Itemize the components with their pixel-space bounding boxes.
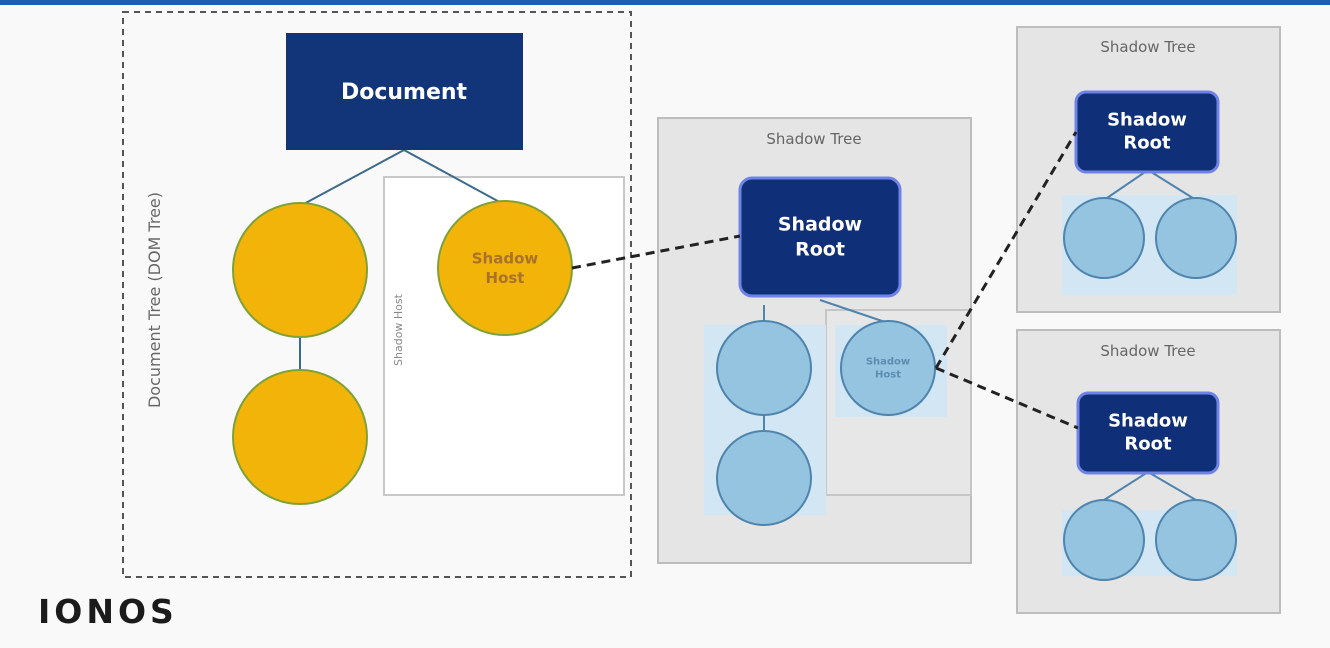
shadow-host-subtree-label: Shadow Host (392, 293, 405, 366)
document-to-child-line (299, 149, 405, 207)
nested-shadow-host-node (840, 320, 936, 416)
shadow-tree-main-title: Shadow Tree (766, 130, 861, 148)
document-tree-label: Document Tree (DOM Tree) (145, 192, 164, 408)
top-accent-bar (0, 0, 1330, 5)
attach-arrow-nested-host-to-top-root (934, 131, 1078, 369)
document-node-label: Document (341, 80, 468, 105)
document-to-shadow-host-line (403, 149, 506, 206)
document-tree-region (122, 11, 632, 578)
bottom-tree-right-node (1155, 499, 1237, 581)
root-to-nested-host-line (819, 299, 886, 323)
top-root-right-line (1147, 169, 1197, 201)
attach-arrow-nested-host-to-bottom-root (935, 366, 1079, 430)
top-root-left-line (1103, 169, 1149, 201)
shadow-tree-top-title: Shadow Tree (1100, 38, 1195, 56)
ionos-logo: IONOS (38, 592, 178, 631)
bottom-root-right-line (1147, 471, 1197, 501)
dom-element-node (232, 202, 368, 338)
bottom-root-left-line (1103, 471, 1149, 501)
bottom-tree-left-node (1063, 499, 1145, 581)
attach-arrow-host-to-root (571, 234, 741, 270)
shadow-element-node-child (716, 430, 812, 526)
dom-element-node-child (232, 369, 368, 505)
shadow-root-bottom (1076, 391, 1220, 475)
shadow-element-node (716, 320, 812, 416)
top-tree-left-node (1063, 197, 1145, 279)
shadow-tree-bottom-title: Shadow Tree (1100, 342, 1195, 360)
document-node (286, 33, 523, 150)
top-tree-right-node (1155, 197, 1237, 279)
